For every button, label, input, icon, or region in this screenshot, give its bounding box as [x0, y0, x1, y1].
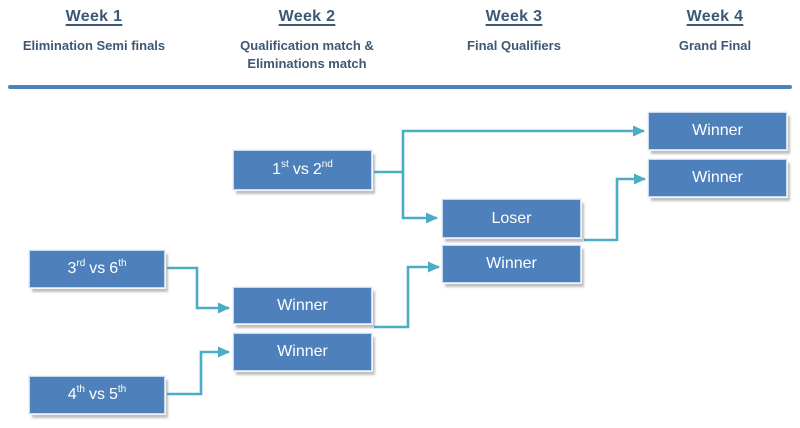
connector-4v5-to-week2-winner: [167, 346, 230, 396]
vs-text: vs: [89, 386, 105, 403]
winner-box-week2-top: Winner: [233, 287, 372, 324]
ordinal-suffix: th: [117, 383, 127, 395]
seed-number: 6: [109, 260, 119, 277]
connector-3v6-to-week2-winner: [167, 266, 230, 314]
box-label: Winner: [277, 296, 328, 314]
week3-subtitle: Final Qualifiers: [467, 38, 561, 53]
grandfinal-box-bottom: Winner: [648, 159, 787, 197]
box-label: Loser: [491, 209, 532, 227]
week1-column-header: Week 1 Elimination Semi finals: [23, 8, 165, 55]
seed-number: 2: [312, 161, 322, 178]
vs-text: vs: [89, 260, 106, 277]
week2-column-header: Week 2 Qualification match & Elimination…: [240, 8, 374, 73]
connector-week3-to-grandfinal: [584, 173, 646, 242]
ordinal-suffix: th: [118, 257, 127, 269]
winner-box-week2-bottom: Winner: [233, 333, 372, 371]
week3-column-header: Week 3 Final Qualifiers: [467, 8, 561, 55]
week2-title: Week 2: [278, 8, 336, 25]
box-label: Winner: [692, 122, 743, 139]
week2-subtitle: Qualification match & Eliminations match: [240, 38, 374, 71]
seed-number: 1: [272, 161, 282, 178]
seed-number: 5: [109, 386, 118, 403]
ordinal-suffix: rd: [76, 257, 86, 269]
ordinal-suffix: nd: [321, 158, 333, 170]
week4-subtitle: Grand Final: [678, 38, 752, 53]
seed-number: 3: [67, 260, 77, 277]
ordinal-suffix: th: [76, 383, 85, 395]
box-label: Winner: [277, 343, 328, 360]
seed-number: 4: [67, 386, 77, 403]
vs-text: vs: [292, 161, 309, 178]
header-divider-rule: [8, 85, 792, 89]
week3-title: Week 3: [485, 8, 543, 25]
connector-1v2-loser-to-week3: [401, 172, 438, 224]
week4-column-header: Week 4 Grand Final: [679, 8, 751, 55]
box-label: Winner: [692, 169, 743, 186]
week4-title: Week 4: [686, 8, 744, 25]
week1-subtitle: Elimination Semi finals: [22, 38, 166, 53]
week1-title: Week 1: [65, 8, 123, 25]
connector-week2-winners-to-week3-winner: [374, 261, 440, 329]
loser-box-week3: Loser: [442, 199, 581, 238]
box-label: Winner: [486, 255, 537, 272]
ordinal-suffix: st: [281, 158, 289, 170]
grandfinal-box-top: Winner: [648, 112, 787, 150]
winner-box-week3: Winner: [442, 245, 581, 283]
connector-1v2-winner-to-grandfinal: [401, 125, 645, 172]
